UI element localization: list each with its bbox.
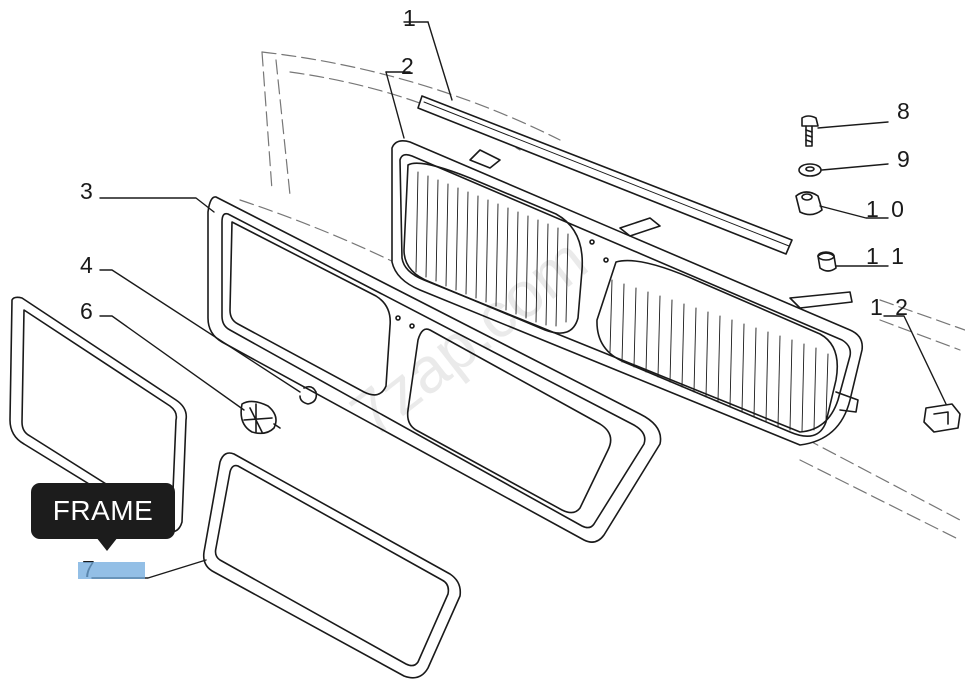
callout-10: 1 0 — [866, 196, 907, 222]
callout-6: 6 — [80, 298, 96, 324]
callout-7-hotspot[interactable] — [78, 562, 145, 579]
part-11-grommet — [817, 251, 837, 272]
part-7-lens-frame — [202, 452, 462, 679]
callout-1: 1 — [403, 5, 419, 31]
part-2-grille — [391, 140, 864, 446]
leader-lines — [81, 21, 947, 579]
part-10-nut — [795, 191, 823, 216]
part-6-badge — [240, 400, 281, 435]
callout-2: 2 — [401, 53, 417, 79]
part-4-clip — [299, 385, 318, 405]
callout-8: 8 — [897, 98, 913, 124]
part-name-tooltip: FRAME — [31, 483, 175, 539]
callout-11: 1 1 — [866, 243, 907, 269]
car-body-outline — [239, 51, 965, 541]
callout-4: 4 — [80, 252, 96, 278]
part-3-outer-frame — [207, 196, 662, 543]
part-12-fastener — [923, 403, 961, 433]
callout-3: 3 — [80, 178, 96, 204]
part-9-washer — [798, 163, 822, 177]
callout-12: 1 2 — [870, 294, 911, 320]
part-1-trim-strip — [417, 95, 793, 255]
callout-9: 9 — [897, 146, 913, 172]
part-8-screw — [801, 115, 819, 147]
tooltip-arrow — [96, 537, 118, 551]
